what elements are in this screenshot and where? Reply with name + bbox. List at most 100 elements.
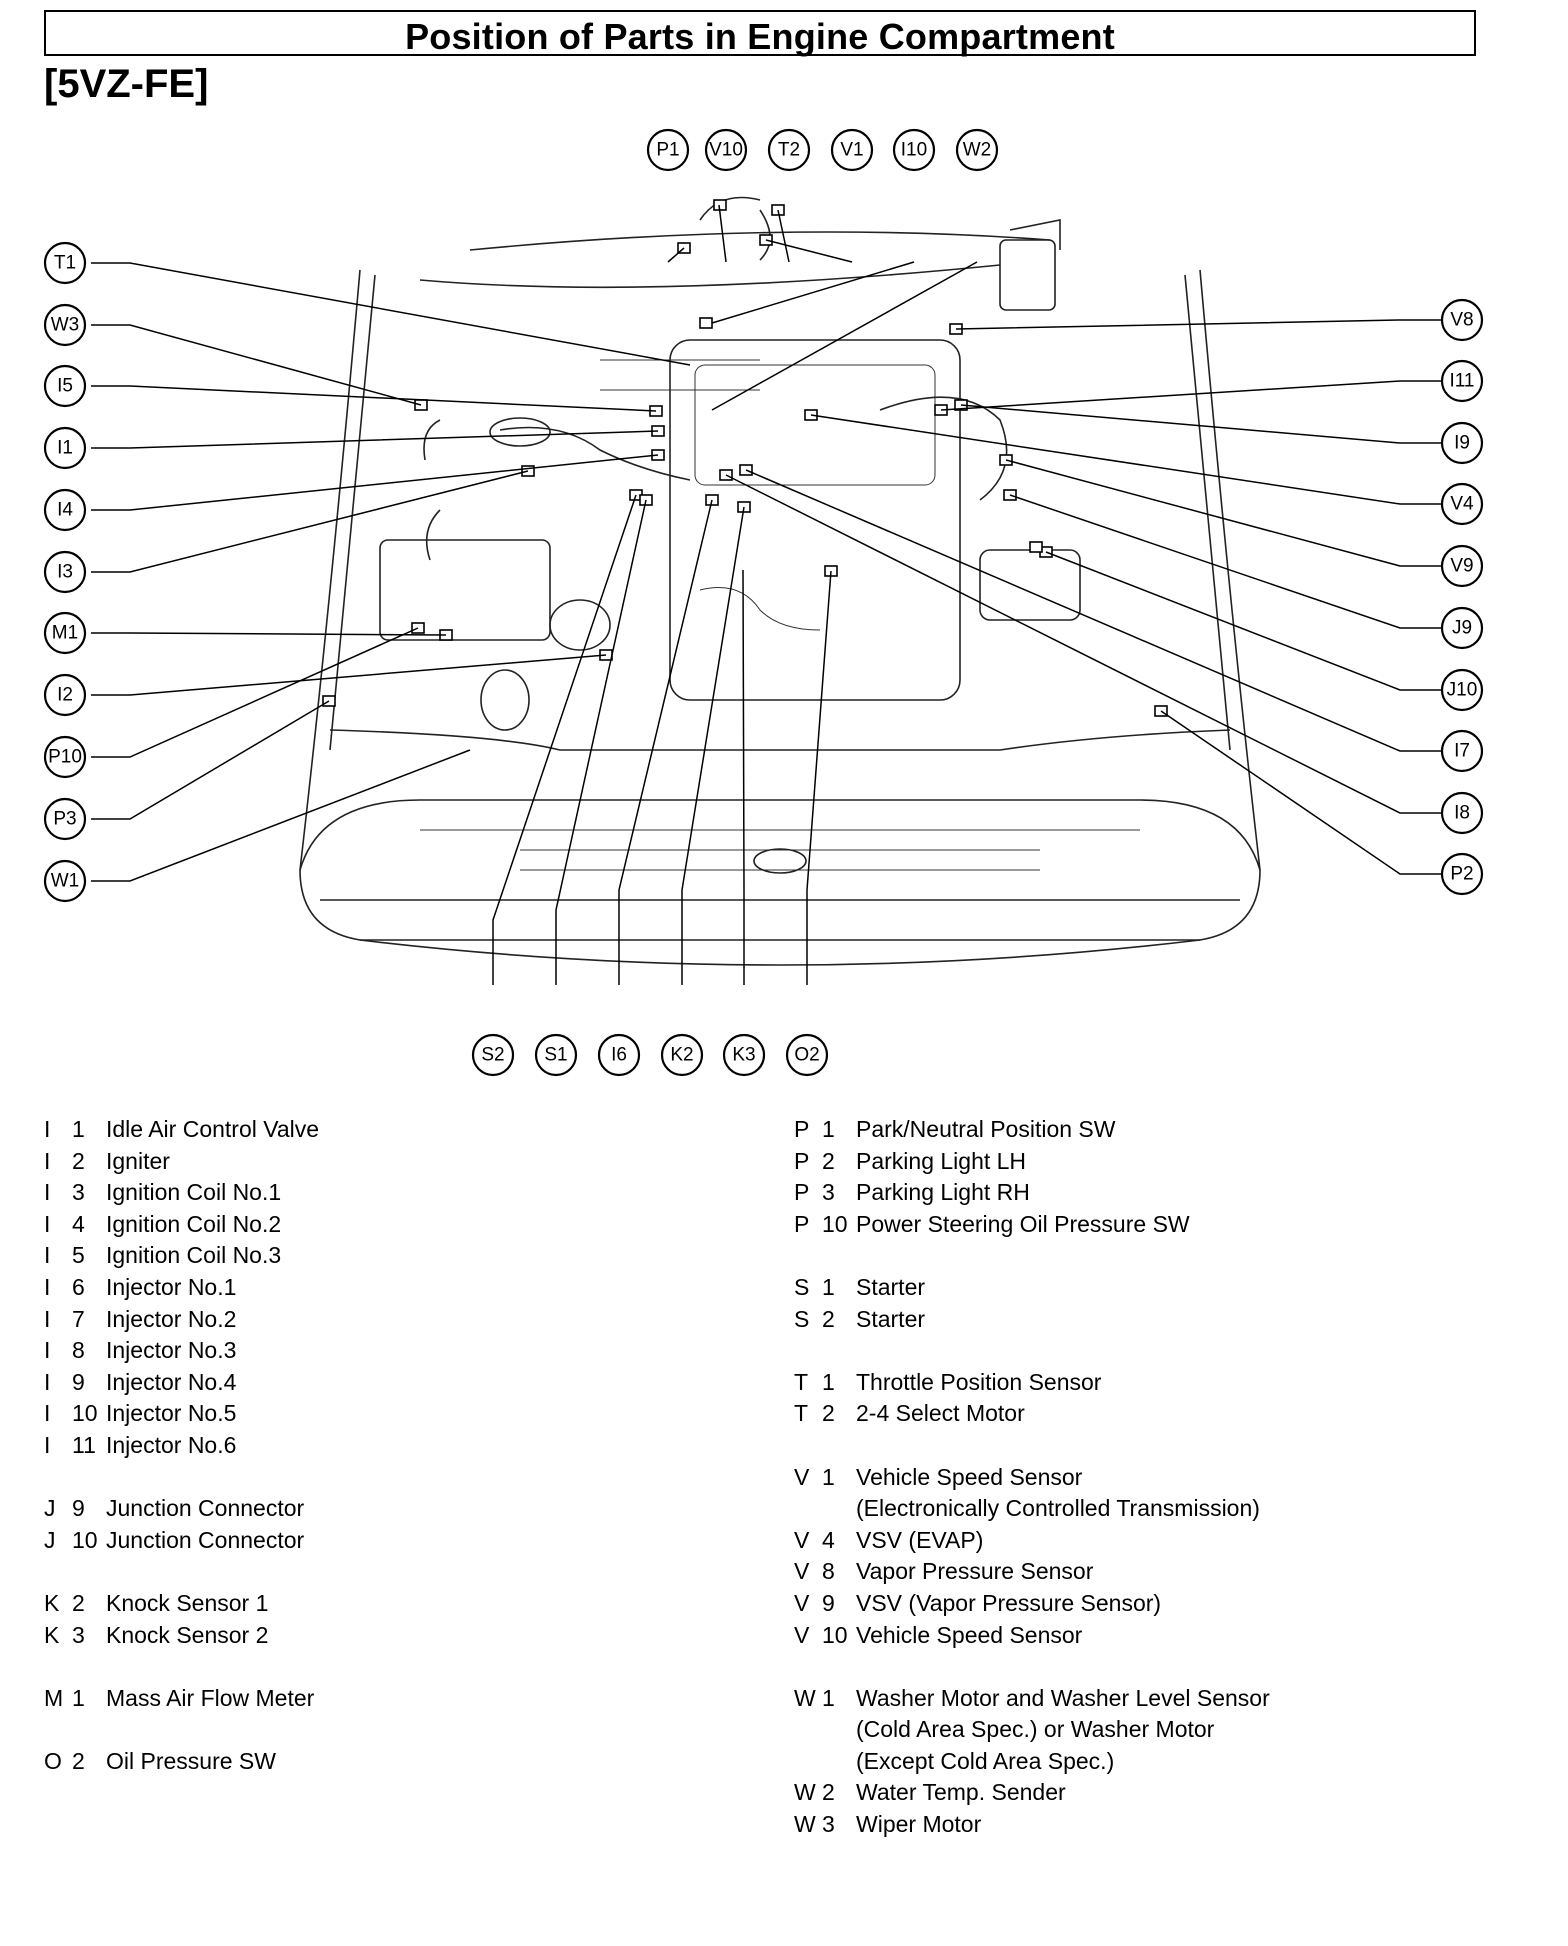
callout-circle — [43, 611, 87, 655]
legend-row: (Cold Area Spec.) or Washer Motor — [794, 1714, 1514, 1746]
part-description: Throttle Position Sensor — [856, 1368, 1102, 1395]
callout-v10: V10 — [704, 128, 748, 172]
callout-i5: I5 — [43, 364, 87, 408]
callout-i3: I3 — [43, 550, 87, 594]
callout-k2: K2 — [660, 1033, 704, 1077]
callout-v4: V4 — [1440, 482, 1484, 526]
legend-spacer — [44, 1462, 744, 1494]
callout-text: I1 — [57, 438, 73, 459]
part-code-letter: I — [44, 1400, 51, 1427]
callout-j10: J10 — [1440, 668, 1484, 712]
callout-circle — [1440, 852, 1484, 896]
part-code-letter: I — [44, 1116, 51, 1142]
callout-circle — [1440, 298, 1484, 342]
callout-circle — [1440, 791, 1484, 835]
part-code-letter: P — [794, 1179, 810, 1206]
callout-text: S1 — [544, 1045, 567, 1066]
legend-spacer — [44, 1556, 744, 1588]
part-description: Parking Light RH — [856, 1179, 1030, 1206]
callout-w1: W1 — [43, 859, 87, 903]
engine-code: [5VZ-FE] — [44, 62, 209, 106]
part-description: Knock Sensor 2 — [106, 1621, 269, 1648]
part-code-letter: J — [44, 1526, 56, 1553]
part-description: Starter — [856, 1273, 926, 1300]
callout-i2: I2 — [43, 673, 87, 717]
part-code-letter: S — [794, 1305, 810, 1332]
part-code-letter: P — [794, 1116, 810, 1142]
part-code-letter: W — [794, 1684, 816, 1711]
callout-text: I6 — [611, 1045, 627, 1066]
callout-text: I2 — [57, 685, 73, 706]
callout-t1: T1 — [43, 241, 87, 285]
callout-text: V4 — [1450, 494, 1474, 515]
part-code-number: 2 — [822, 1305, 835, 1332]
engine-bay-sketch — [299, 196, 1261, 966]
callout-circle — [43, 859, 87, 903]
callout-text: P3 — [53, 809, 76, 830]
part-description: Injector No.5 — [106, 1400, 237, 1427]
callout-circle — [1440, 606, 1484, 650]
callout-text: O2 — [794, 1045, 819, 1066]
callout-text: T2 — [778, 140, 800, 161]
callout-text: K2 — [670, 1045, 693, 1066]
legend-spacer — [794, 1430, 1514, 1462]
callout-text: I4 — [57, 500, 73, 521]
part-code-number: 3 — [72, 1621, 85, 1648]
part-code-number: 8 — [822, 1558, 835, 1585]
part-description: Washer Motor and Washer Level Sensor — [856, 1684, 1270, 1711]
part-description: Park/Neutral Position SW — [856, 1116, 1116, 1142]
part-description: Vehicle Speed Sensor — [856, 1621, 1083, 1648]
part-code-letter: T — [794, 1368, 809, 1395]
part-code-letter: K — [44, 1589, 60, 1616]
callout-circle — [892, 128, 936, 172]
part-code-number: 4 — [822, 1526, 835, 1553]
part-code-letter: V — [794, 1589, 810, 1616]
part-code-number: 9 — [72, 1368, 85, 1395]
callout-text: J9 — [1452, 618, 1472, 639]
legend-spacer — [44, 1651, 744, 1683]
callout-i8: I8 — [1440, 791, 1484, 835]
callout-text: I9 — [1454, 433, 1470, 454]
callout-circle — [785, 1033, 829, 1077]
part-description: Ignition Coil No.3 — [106, 1242, 282, 1269]
part-code-letter: O — [44, 1747, 62, 1774]
part-code-letter: W — [794, 1811, 816, 1838]
title-box: Position of Parts in Engine Compartment — [44, 10, 1476, 57]
callout-text: V8 — [1450, 310, 1473, 331]
callout-p10: P10 — [43, 735, 87, 779]
part-code-letter: W — [794, 1779, 816, 1806]
callout-text: I10 — [901, 140, 927, 161]
callout-circle — [767, 128, 811, 172]
legend-spacer — [794, 1335, 1514, 1367]
part-description: (Except Cold Area Spec.) — [856, 1747, 1115, 1774]
part-code-number: 3 — [72, 1179, 85, 1206]
part-code-number: 2 — [822, 1400, 835, 1427]
part-code-number: 11 — [72, 1431, 96, 1458]
part-description: Vapor Pressure Sensor — [856, 1558, 1094, 1585]
